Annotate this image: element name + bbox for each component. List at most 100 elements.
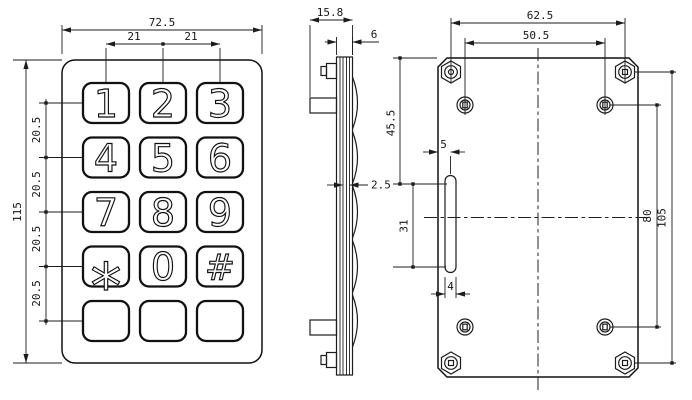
arrow [429,149,438,155]
dim-hole-span-width: 50.5 [464,29,606,115]
tick [161,42,165,46]
hex-nut [440,351,462,375]
stud-cap-top [320,65,328,77]
dim-slot-top-offset: 45.5 [385,56,447,186]
dim-row-pitch-chain: 20.5 20.5 20.5 20.5 [30,99,82,325]
key-8-label: 8 [151,191,175,235]
dim-column-pitch: 21 21 [105,30,221,82]
key-4-label: 4 [94,137,118,181]
tick [398,56,402,60]
dim-slot-length: 31 [393,182,446,269]
dim-col-pitch-right-label: 21 [184,30,197,43]
arrow [253,27,262,33]
key-4 [81,136,131,179]
arrow [62,27,71,33]
key-7-label: 7 [94,191,118,235]
key-blank-3 [195,299,245,343]
dim-pcb-thickness: 2.5 [327,179,391,192]
key-3 [195,81,245,125]
arrow [310,17,319,23]
key-5 [138,136,188,179]
arrow [106,41,115,47]
arrow [327,39,337,45]
front-view: 1 2 3 4 5 6 7 8 9 * 0 # 72.5 21 [11,16,263,364]
dim-stud-span-width-label: 62.5 [527,9,554,22]
arrow [451,20,460,26]
tick [655,325,659,329]
tick [44,155,48,160]
tick [655,103,659,107]
back-view: 62.5 50.5 45.5 31 [385,9,676,391]
panel-stack [335,56,354,376]
arrow [436,291,445,297]
dim-overall-width: 72.5 [61,16,263,54]
dim-overall-height: 115 [11,59,62,364]
arrow [23,354,29,363]
dim-row-pitch-2-label: 20.5 [30,171,43,198]
mounting-stud-top [325,62,338,80]
tick [44,101,48,105]
arrow [616,20,625,26]
dim-pcb-thickness-label: 2.5 [371,179,391,192]
standoff-block-top [309,97,338,114]
tick [398,182,402,186]
key-dome-profile [351,185,359,239]
key-9-label: 9 [208,191,232,235]
hex-stud-bottom-right [614,351,636,375]
tick [411,265,415,269]
dim-slot-width-label: 4 [447,280,454,293]
arrow [450,149,460,155]
key-6-label: 6 [208,137,232,181]
arrow [343,17,353,23]
arrow [352,39,362,45]
key-0 [138,245,188,288]
key-5-label: 5 [151,137,175,181]
arrow [465,40,474,46]
tick [44,319,48,323]
dim-slot-center-offset-label: 5 [440,138,447,151]
dim-stud-span-width: 62.5 [450,9,626,83]
stud-cap-bottom [320,354,328,366]
key-9 [195,190,245,234]
dim-overall-width-label: 72.5 [149,16,176,29]
dim-slot-length-label: 31 [398,219,411,232]
tick [670,361,674,365]
key-blank-2 [138,299,188,343]
hole-center [462,323,468,331]
dim-row-pitch-4-label: 20.5 [30,280,43,307]
tick [44,210,48,214]
key-hash-label: # [205,248,235,289]
hole-center [602,323,608,331]
hex-stud-bottom-left [440,351,462,375]
dim-row-pitch-1-label: 20.5 [30,117,43,144]
key-dome-profile [351,76,359,130]
dim-col-pitch-left-label: 21 [127,30,140,43]
dim-slot-width: 4 [431,277,470,298]
cable-slot [444,174,457,274]
dim-hole-span-width-label: 50.5 [523,29,550,42]
dim-row-pitch-3-label: 20.5 [30,226,43,253]
key-0-label: 0 [151,245,175,289]
key-1 [81,81,131,125]
dim-slot-top-offset-label: 45.5 [385,110,398,137]
key-3-label: 3 [208,82,232,126]
side-view: 15.8 6 2.5 [309,6,391,376]
dim-panel-thickness-label: 6 [371,28,378,41]
hole-outer [456,318,474,336]
key-dome-profile [351,294,359,348]
hole-inner [459,321,471,333]
stud-circle [618,356,632,370]
key-star [81,245,131,288]
tick [411,182,415,186]
arrow [23,60,29,69]
key-star-label: * [91,250,122,323]
dim-slot-center-offset: 5 [423,138,465,174]
arrow [349,182,359,188]
key-dome-profile [351,131,359,184]
hex-nut [614,351,636,375]
dim-stud-span-height: 105 [634,70,676,365]
arrow [334,182,343,188]
arrow [596,40,605,46]
